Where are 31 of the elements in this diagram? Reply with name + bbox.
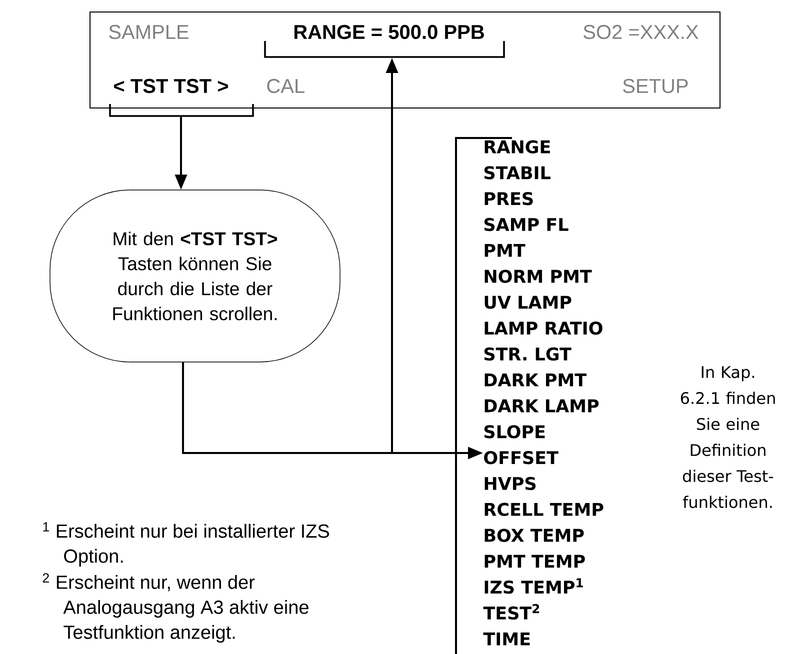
rounded-box: Mit den <TST TST> Tasten können Sie durch die Liste der Funktionen scrollen. [50,190,340,362]
list-item: PMT [484,244,526,257]
list-item: SAMP FL [484,218,568,232]
list-item: DARK LAMP [484,399,599,412]
list-item: BOX TEMP [484,528,584,542]
display-text: RANGE = 500.0 PPB [294,24,484,40]
list-item: UV LAMP [484,296,572,309]
footnote: $^{2}$ Erscheint nur, wenn der Analogausgang A3 aktiv eine Testfunktion anzeigt. [42,573,308,643]
list-item: PMT TEMP [484,554,585,568]
list-item: STABIL [484,166,550,180]
list-item: PRES [484,192,533,206]
list-item: TEST$^{2}$ [483,604,540,620]
display-text: < TST TST > [114,78,228,94]
list-item: SLOPE [484,425,545,438]
display-text: SO2 =XXX.X [584,24,698,40]
display-panel [90,12,720,108]
list-item: OFFSET [484,451,558,464]
display-text: SETUP [623,78,688,94]
note-text: In Kap. 6.2.1 finden Sie eine Definition dieser Test-funktionen. [680,366,775,508]
display-text: CAL [267,78,304,94]
list-item: TIME [483,632,530,646]
list-item: IZS TEMP$^{1}$ [484,578,583,594]
display-text: SAMPLE [109,24,188,40]
list-item: RCELL TEMP [484,502,604,516]
list-item: STR. LGT [484,347,572,361]
list-item: DARK PMT [484,374,586,386]
list-item: RANGE [484,140,550,154]
footnote: $^{1}$ Erscheint nur bei installierter IZS Option. [43,522,329,567]
list-item: NORM PMT [484,270,592,283]
list-item: LAMP RATIO [484,322,602,335]
list-item: HVPS [484,476,536,490]
